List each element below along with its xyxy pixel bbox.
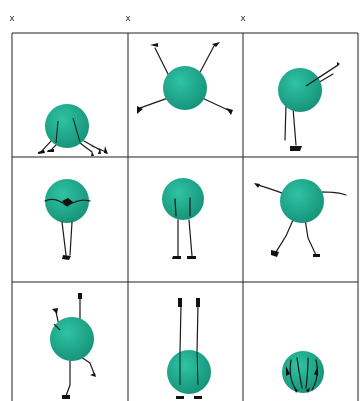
figure-running: [254, 179, 347, 257]
cut-marker-1: x: [9, 14, 15, 24]
figure-handstand: [167, 298, 211, 399]
figure-crouching: [38, 104, 108, 156]
figure-star-jump: [137, 42, 233, 115]
figure-one-leg-stand: [278, 62, 340, 151]
cut-marker-2: x: [125, 14, 131, 24]
cut-marker-3: x: [240, 14, 246, 24]
grid-lines: [11, 32, 359, 401]
figure-reaching-up: [50, 293, 96, 399]
figure-curled-up: [282, 351, 324, 393]
figure-standing: [162, 178, 204, 259]
figure-hands-on-belly: [44, 179, 91, 260]
